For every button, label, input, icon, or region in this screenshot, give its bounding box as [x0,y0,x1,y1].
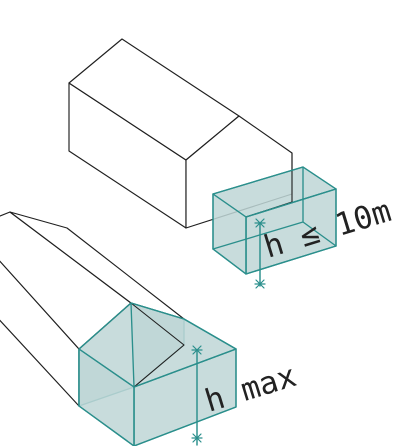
lower-example: h max [0,211,301,446]
lower-main-house [0,211,185,407]
lower-top-tick [191,345,203,355]
upper-example: h ≤ 10m [68,38,395,289]
upper-extension-hidden-back-edges [212,166,337,250]
upper-bottom-tick [254,279,266,289]
upper-extension-box [212,152,337,275]
upper-top-tick [254,218,266,228]
lower-bottom-tick [191,433,203,443]
lower-extension-outline [78,302,237,446]
upper-extension-outline [212,166,337,275]
lower-extension-volume [78,302,237,446]
